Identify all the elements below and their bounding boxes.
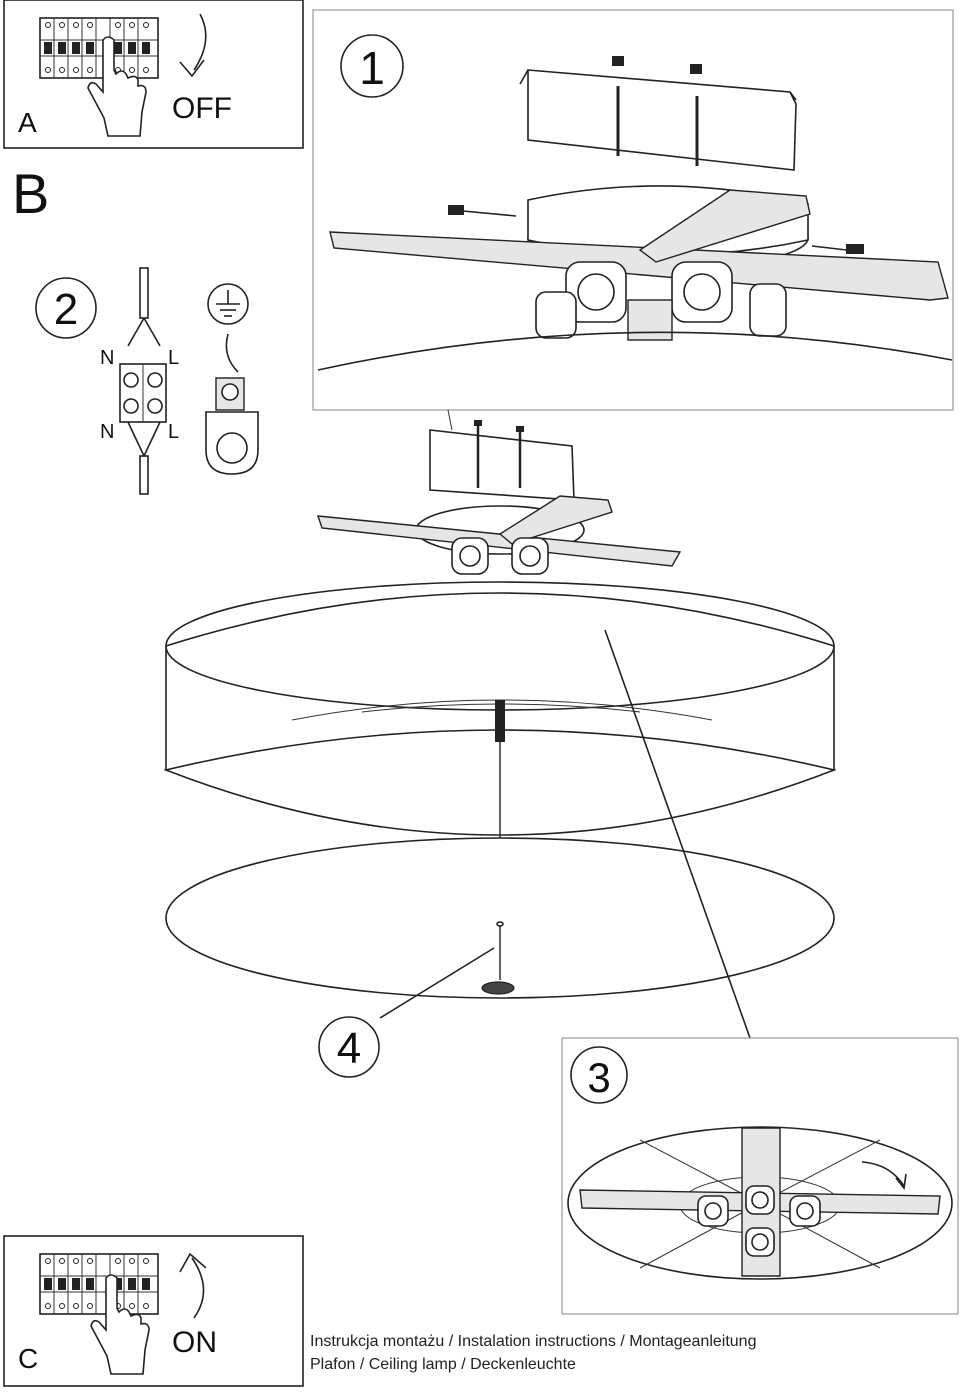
hand-icon [87,36,147,137]
main-assembly [163,409,837,1039]
step2-number: 2 [54,285,78,334]
neutral-label-top: N [100,347,114,369]
ground-symbol-icon [207,283,249,325]
live-label-top: L [168,347,179,369]
step1-number: 1 [359,42,385,94]
panel-a-letter: A [18,107,37,138]
circuit-breaker-icon [39,17,159,79]
off-label: OFF [172,92,232,125]
socket-icon [535,261,787,341]
live-label-bottom: L [168,421,179,443]
arrow-up-icon [191,1257,205,1319]
step2-wiring: 2 N L N L [35,267,259,495]
screw-icon [612,56,702,166]
circuit-breaker-icon [39,1253,159,1315]
caption-line-1: Instrukcja montażu / Instalation instruc… [310,1333,757,1350]
step4-number: 4 [337,1024,361,1073]
neutral-label-bottom: N [100,421,114,443]
step3-detail: 3 [561,1037,959,1315]
step3-number: 3 [587,1054,610,1101]
hand-icon [90,1274,150,1375]
arrow-down-icon [193,13,207,71]
panel-b-letter: B [12,162,49,225]
panel-a: OFF A [3,0,304,149]
step1-detail: 1 [312,9,954,411]
panel-c-letter: C [18,1343,38,1374]
panel-c: ON C [3,1235,304,1387]
caption-line-2: Plafon / Ceiling lamp / Deckenleuchte [310,1356,576,1373]
on-label: ON [172,1326,217,1359]
